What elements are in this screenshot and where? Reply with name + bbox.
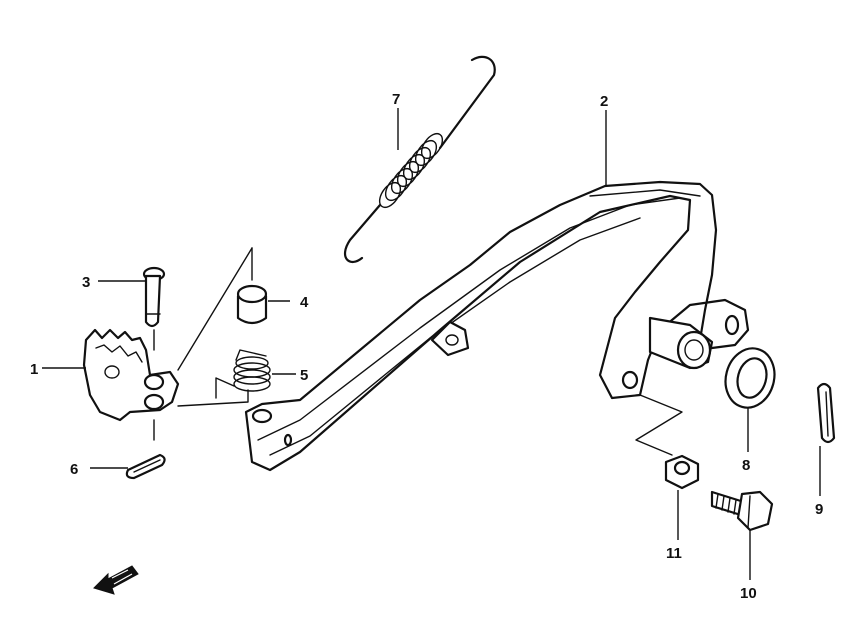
callout-8: 8 <box>742 457 750 474</box>
callout-11: 11 <box>666 545 682 562</box>
nut[interactable] <box>664 454 700 490</box>
callout-10: 10 <box>740 585 757 602</box>
assembly-guide-lines <box>153 247 683 456</box>
callout-3: 3 <box>82 274 90 291</box>
brake-pedal-arm[interactable] <box>244 180 750 472</box>
forward-arrow-icon <box>93 565 139 595</box>
callout-7: 7 <box>392 91 400 108</box>
callout-4: 4 <box>300 294 309 311</box>
callout-6: 6 <box>70 461 78 478</box>
callout-5: 5 <box>300 367 308 384</box>
leader-lines <box>42 108 821 580</box>
callout-labels: 1 2 3 4 5 6 7 8 9 10 11 <box>30 91 823 602</box>
pedal-tip[interactable] <box>82 328 180 422</box>
clevis-pin[interactable] <box>142 266 166 328</box>
callout-1: 1 <box>30 361 38 378</box>
bushing[interactable] <box>236 284 268 325</box>
coil-spring[interactable] <box>215 349 271 399</box>
pivot-bolt[interactable] <box>710 490 774 532</box>
callout-9: 9 <box>815 501 823 518</box>
cotter-pin[interactable] <box>125 453 166 480</box>
return-spring[interactable] <box>344 55 496 264</box>
washer[interactable] <box>719 343 781 413</box>
split-pin[interactable] <box>816 382 836 444</box>
callout-2: 2 <box>600 93 608 110</box>
